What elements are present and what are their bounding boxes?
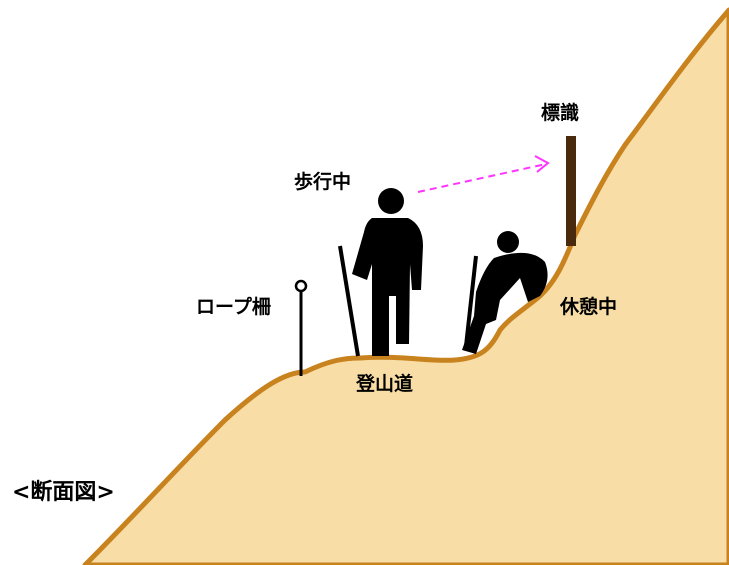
sign-post bbox=[566, 136, 576, 246]
label-walking: 歩行中 bbox=[294, 171, 352, 193]
label-trail: 登山道 bbox=[356, 373, 414, 395]
rope-fence bbox=[294, 279, 308, 376]
walking-hiker-icon bbox=[338, 188, 423, 357]
label-rope-fence: ロープ柵 bbox=[196, 296, 271, 318]
label-section-view: <断面図> bbox=[12, 480, 115, 505]
slope-ground bbox=[82, 7, 729, 565]
label-resting: 休憩中 bbox=[560, 296, 618, 318]
sightline-arrow bbox=[417, 155, 550, 193]
label-sign: 標識 bbox=[541, 102, 580, 124]
resting-hiker-icon bbox=[462, 231, 548, 354]
